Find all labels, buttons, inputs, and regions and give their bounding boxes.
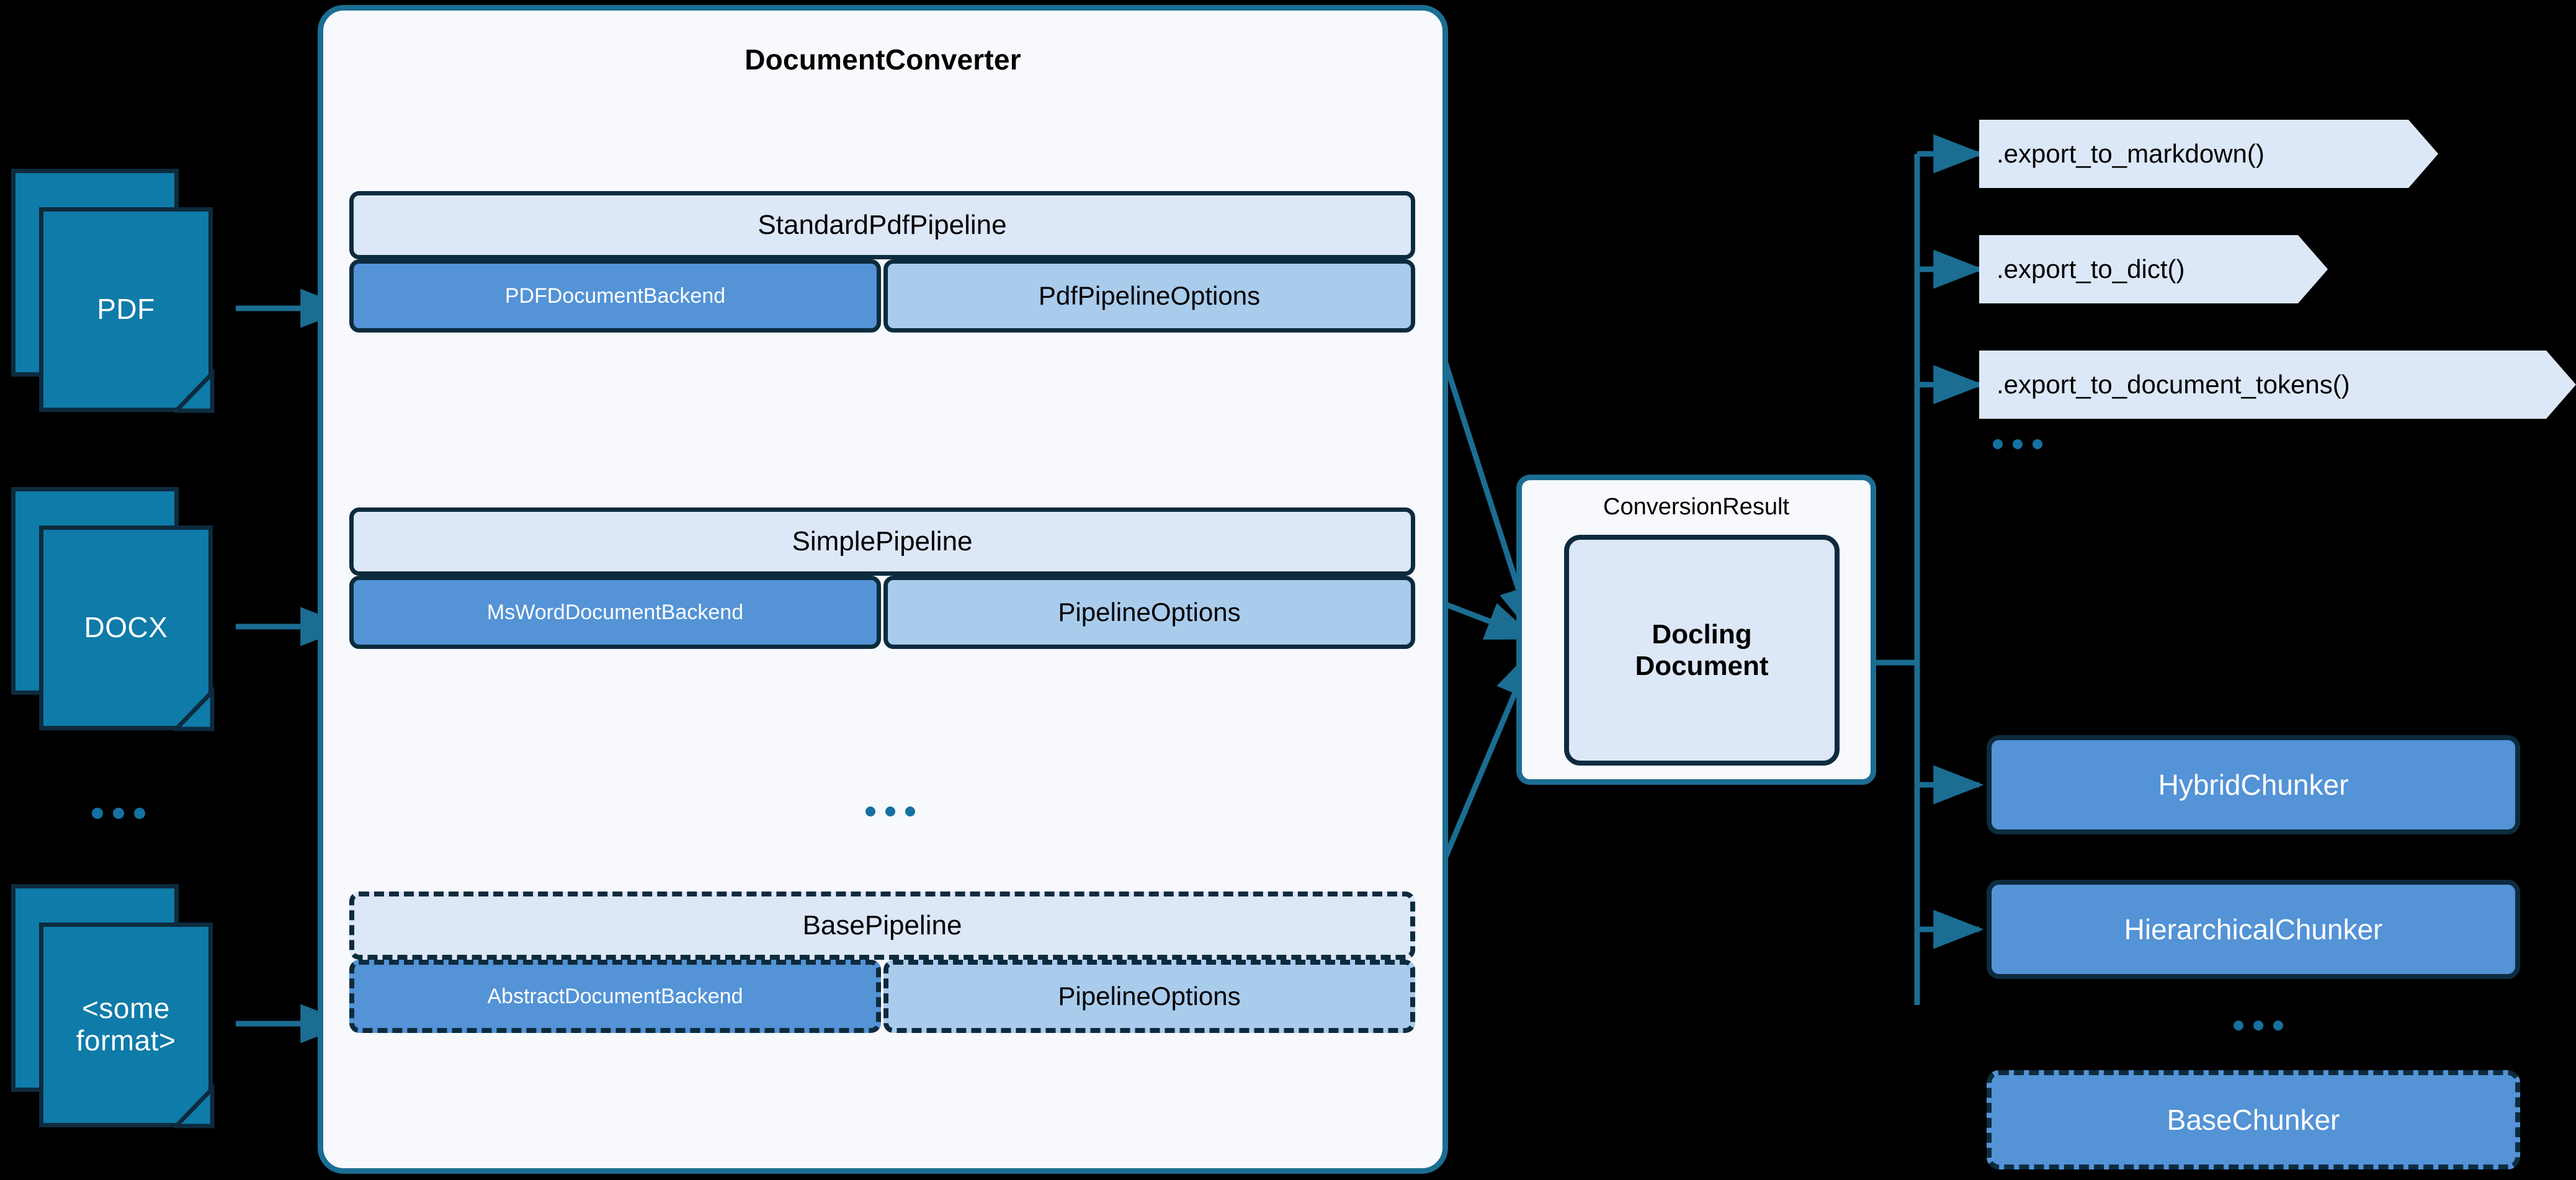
export-label: .export_to_dict() <box>1997 254 2185 284</box>
input-doc-label: DOCX <box>84 611 168 644</box>
pipeline-head-basepipeline[interactable]: BasePipeline <box>349 892 1415 960</box>
converter-title: DocumentConverter <box>745 43 1021 76</box>
chunker-label: BaseChunker <box>2167 1104 2340 1136</box>
backend-name: PDFDocumentBackend <box>504 284 726 308</box>
doc-front-sheet: PDF <box>39 207 213 412</box>
chunkers-ellipsis <box>2234 1021 2283 1030</box>
pipeline-head-simplepipeline[interactable]: SimplePipeline <box>349 507 1415 576</box>
pipeline-name: StandardPdfPipeline <box>758 210 1007 240</box>
input-doc-label: <some format> <box>76 992 176 1057</box>
exports-ellipsis <box>1993 439 2042 449</box>
chunker-label: HierarchicalChunker <box>2124 913 2383 945</box>
backend-name: MsWordDocumentBackend <box>486 600 744 624</box>
export-chevron-dict[interactable]: .export_to_dict() <box>1979 235 2328 303</box>
chunker-hybridchunker[interactable]: HybridChunker <box>1987 735 2520 834</box>
backend-name: AbstractDocumentBackend <box>487 984 743 1008</box>
page-fold-icon <box>174 1084 215 1129</box>
export-chevron-markdown[interactable]: .export_to_markdown() <box>1979 120 2438 188</box>
export-label: .export_to_document_tokens() <box>1997 370 2350 399</box>
export-chevron-document-tokens[interactable]: .export_to_document_tokens() <box>1979 351 2576 419</box>
page-fold-icon <box>174 687 215 731</box>
inputs-ellipsis <box>92 808 145 819</box>
pipeline-backend-mleworddocumentbackend[interactable]: MsWordDocumentBackend <box>349 576 881 649</box>
input-doc-label: PDF <box>97 293 155 326</box>
pipeline-backend-pdfdocumentbackend[interactable]: PDFDocumentBackend <box>349 259 881 333</box>
docling-document-box[interactable]: Docling Document <box>1564 535 1840 766</box>
input-doc-pdf[interactable]: PDF <box>11 169 241 417</box>
pipeline-name: BasePipeline <box>802 910 962 941</box>
options-name: PdfPipelineOptions <box>1038 281 1261 310</box>
doc-front-sheet: <some format> <box>39 923 213 1127</box>
input-doc-docx[interactable]: DOCX <box>11 487 241 735</box>
chunker-label: HybridChunker <box>2158 769 2349 801</box>
page-fold-icon <box>174 369 215 413</box>
pipeline-backend-abstractdocumentbackend[interactable]: AbstractDocumentBackend <box>349 960 881 1033</box>
pipelines-ellipsis <box>865 807 915 816</box>
conversion-result-label: ConversionResult <box>1603 494 1789 520</box>
input-doc-other-format[interactable]: <some format> <box>11 884 241 1132</box>
doc-front-sheet: DOCX <box>39 525 213 730</box>
options-name: PipelineOptions <box>1058 597 1241 627</box>
pipeline-options-pipelineoptions-simple[interactable]: PipelineOptions <box>883 576 1415 649</box>
pipeline-head-standardpdfpipeline[interactable]: StandardPdfPipeline <box>349 191 1415 259</box>
pipeline-name: SimplePipeline <box>792 526 973 556</box>
options-name: PipelineOptions <box>1058 981 1241 1011</box>
chunker-basechunker[interactable]: BaseChunker <box>1987 1070 2520 1169</box>
pipeline-options-pdfpipelineoptions[interactable]: PdfPipelineOptions <box>883 259 1415 333</box>
conversion-result-container: ConversionResult Docling Document <box>1516 475 1876 785</box>
pipeline-options-pipelineoptions-base[interactable]: PipelineOptions <box>883 960 1415 1033</box>
chunker-hierarchicalchunker[interactable]: HierarchicalChunker <box>1987 880 2520 979</box>
export-label: .export_to_markdown() <box>1997 139 2265 168</box>
